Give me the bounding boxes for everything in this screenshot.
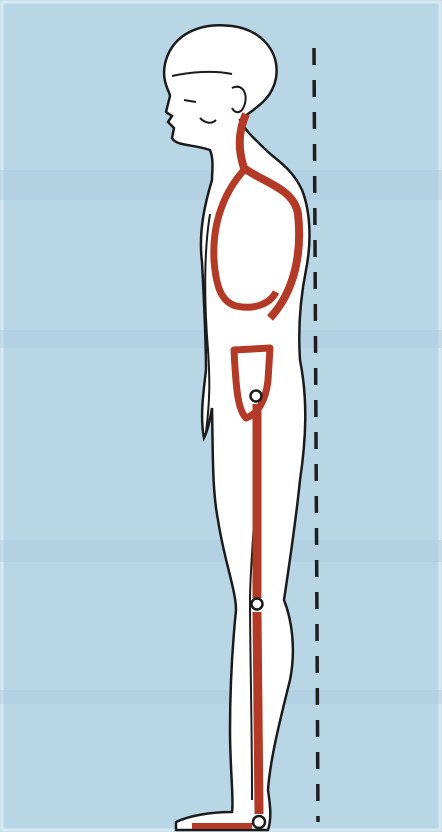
tibia	[257, 612, 259, 814]
knee-joint	[252, 599, 263, 610]
ankle-joint	[253, 816, 265, 828]
hip-joint	[251, 391, 262, 402]
